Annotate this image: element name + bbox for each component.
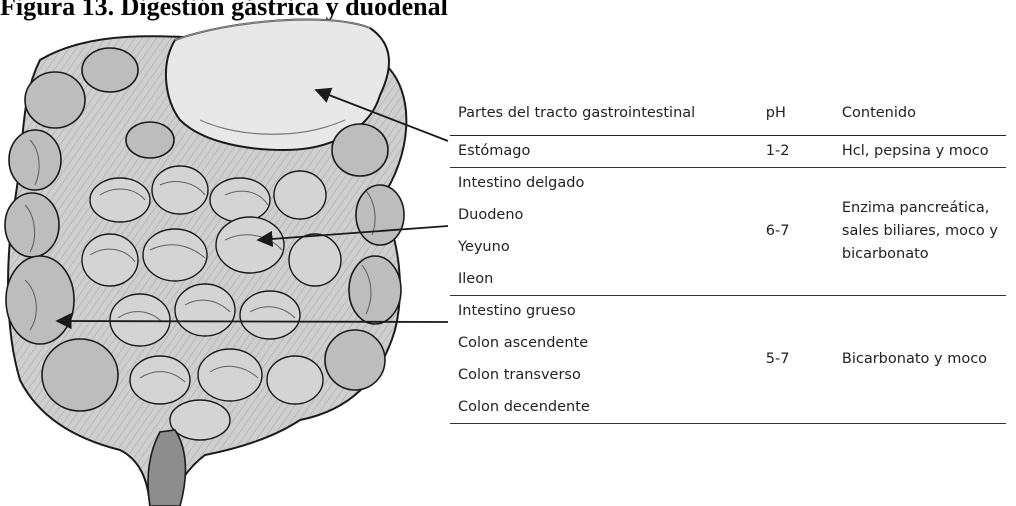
header-parts: Partes del tracto gastrointestinal bbox=[450, 91, 758, 135]
part-name: Intestino grueso bbox=[450, 295, 758, 327]
ph-value: 6-7 bbox=[758, 167, 834, 295]
content-value: Bicarbonato y moco bbox=[834, 295, 1006, 423]
part-name: Estómago bbox=[450, 135, 758, 167]
part-name: Intestino delgado bbox=[450, 167, 758, 199]
content-line: Enzima pancreática, bbox=[842, 197, 998, 220]
content-line: sales biliares, moco y bbox=[842, 220, 998, 243]
ph-value: 5-7 bbox=[758, 295, 834, 423]
content-value: Hcl, pepsina y moco bbox=[834, 135, 1006, 167]
table-row: Estómago 1-2 Hcl, pepsina y moco bbox=[450, 135, 1006, 167]
content-line: bicarbonato bbox=[842, 243, 998, 266]
arrow-to-large-intestine bbox=[57, 321, 448, 322]
table-row: Intestino grueso 5-7 Bicarbonato y moco bbox=[450, 295, 1006, 327]
part-name: Colon ascendente bbox=[450, 327, 758, 359]
ph-value: 1-2 bbox=[758, 135, 834, 167]
header-content: Contenido bbox=[834, 91, 1006, 135]
part-name: Ileon bbox=[450, 263, 758, 295]
part-name: Colon decendente bbox=[450, 391, 758, 423]
gi-ph-table: Partes del tracto gastrointestinal pH Co… bbox=[450, 91, 1006, 424]
table-header-row: Partes del tracto gastrointestinal pH Co… bbox=[450, 91, 1006, 135]
content-value: Enzima pancreática, sales biliares, moco… bbox=[834, 167, 1006, 295]
part-name: Yeyuno bbox=[450, 231, 758, 263]
part-name: Duodeno bbox=[450, 199, 758, 231]
part-name: Colon transverso bbox=[450, 359, 758, 391]
table-row: Intestino delgado 6-7 Enzima pancreática… bbox=[450, 167, 1006, 199]
header-ph: pH bbox=[758, 91, 834, 135]
